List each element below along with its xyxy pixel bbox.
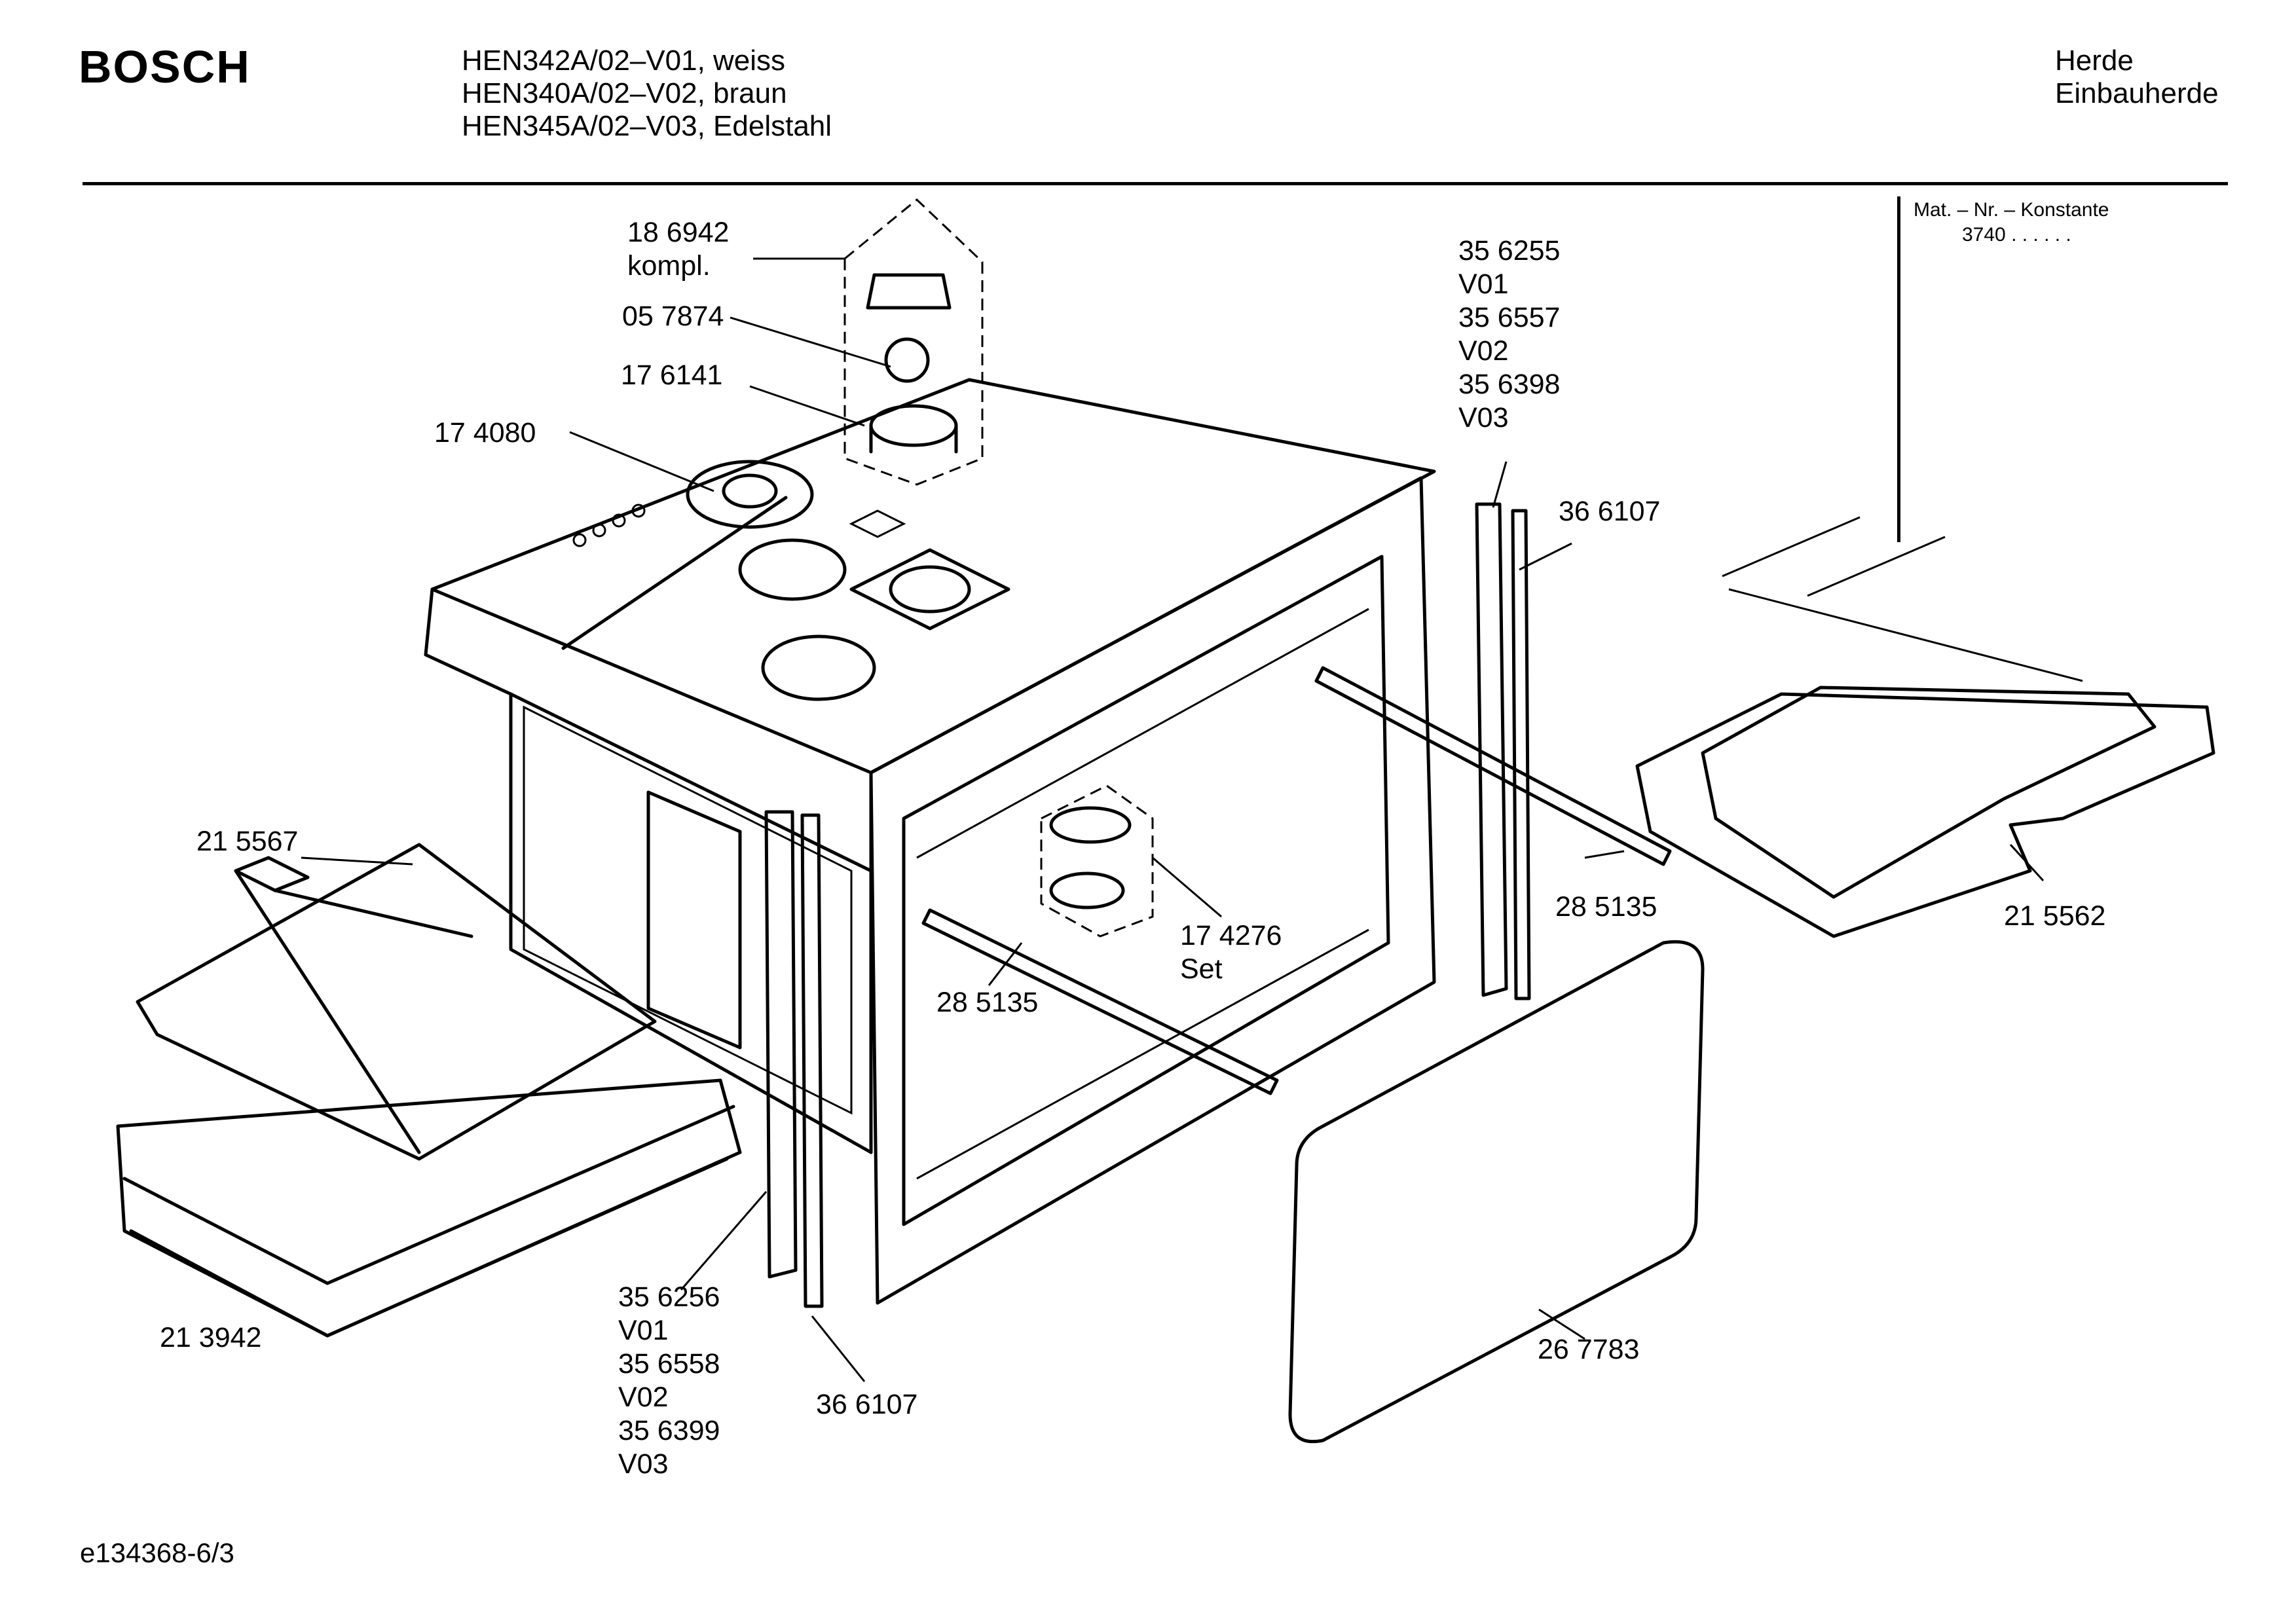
label-side-rail-left-v01-number: 35 6256 bbox=[618, 1281, 720, 1313]
right-rails bbox=[1314, 502, 1672, 1000]
brand-logo: BOSCH bbox=[79, 41, 251, 92]
door-seal-drawing bbox=[1288, 940, 1705, 1444]
model-line-1: HEN342A/02–V01, weiss bbox=[462, 45, 786, 77]
label-side-rail-right-v03-number: 35 6398 bbox=[1458, 369, 1561, 400]
mat-nr-value: 3740 . . . . . . bbox=[1962, 224, 2071, 246]
label-strip-right: 36 6107 bbox=[1559, 496, 1661, 527]
left-rails bbox=[764, 810, 1279, 1308]
konstante-divider bbox=[1897, 196, 1900, 542]
label-lamp-socket: 17 6141 bbox=[621, 359, 723, 391]
label-bottom-heater: 21 5567 bbox=[196, 826, 299, 857]
label-top-heater: 21 5562 bbox=[2004, 900, 2106, 932]
label-side-rail-right-v01-number: 35 6255 bbox=[1458, 235, 1561, 266]
label-light-set-note: Set bbox=[1180, 953, 1223, 985]
label-side-rail-left-v02-number: 35 6558 bbox=[618, 1348, 720, 1380]
label-side-rail-right-v02: V02 bbox=[1458, 335, 1509, 367]
drawing-id: e134368-6/3 bbox=[80, 1537, 234, 1568]
label-side-rail-left-v02: V02 bbox=[618, 1382, 669, 1413]
label-side-rail-left-v03: V03 bbox=[618, 1448, 669, 1480]
label-insulation: 21 3942 bbox=[160, 1322, 262, 1353]
top-panel-details bbox=[561, 496, 1010, 701]
label-door-seal: 26 7783 bbox=[1538, 1334, 1640, 1365]
label-light-set-number: 17 4276 bbox=[1180, 920, 1282, 951]
top-heater-drawing bbox=[1635, 516, 2215, 938]
label-side-rail-right-v02-number: 35 6557 bbox=[1458, 302, 1561, 333]
lamp-assembly bbox=[686, 198, 984, 529]
header-divider bbox=[83, 182, 2228, 185]
label-lamp-complete-note: kompl. bbox=[627, 250, 711, 282]
label-lamp-complete-number: 18 6942 bbox=[627, 217, 730, 248]
label-side-rail-right-v03: V03 bbox=[1458, 402, 1509, 433]
label-side-rail-left-v01: V01 bbox=[618, 1315, 669, 1346]
model-line-3: HEN345A/02–V03, Edelstahl bbox=[462, 110, 832, 142]
category-line-2: Einbauherde bbox=[2055, 77, 2219, 109]
light-set-drawing bbox=[1040, 784, 1154, 938]
label-lamp-holder: 17 4080 bbox=[434, 417, 536, 449]
label-lamp-bulb: 05 7874 bbox=[622, 301, 724, 332]
label-side-rail-right-v01: V01 bbox=[1458, 268, 1509, 300]
mat-nr-label: Mat. – Nr. – Konstante bbox=[1914, 199, 2109, 221]
category-line-1: Herde bbox=[2055, 45, 2134, 77]
oven-body bbox=[424, 378, 1436, 1305]
insulation-drawing bbox=[116, 1078, 742, 1338]
label-rack-guide-left: 28 5135 bbox=[936, 987, 1039, 1018]
label-strip-left: 36 6107 bbox=[816, 1389, 918, 1420]
bottom-heater-drawing bbox=[136, 843, 657, 1161]
model-line-2: HEN340A/02–V02, braun bbox=[462, 77, 787, 109]
label-side-rail-left-v03-number: 35 6399 bbox=[618, 1415, 720, 1446]
label-rack-guide-right: 28 5135 bbox=[1555, 891, 1657, 923]
leader-lines bbox=[301, 257, 2045, 1382]
